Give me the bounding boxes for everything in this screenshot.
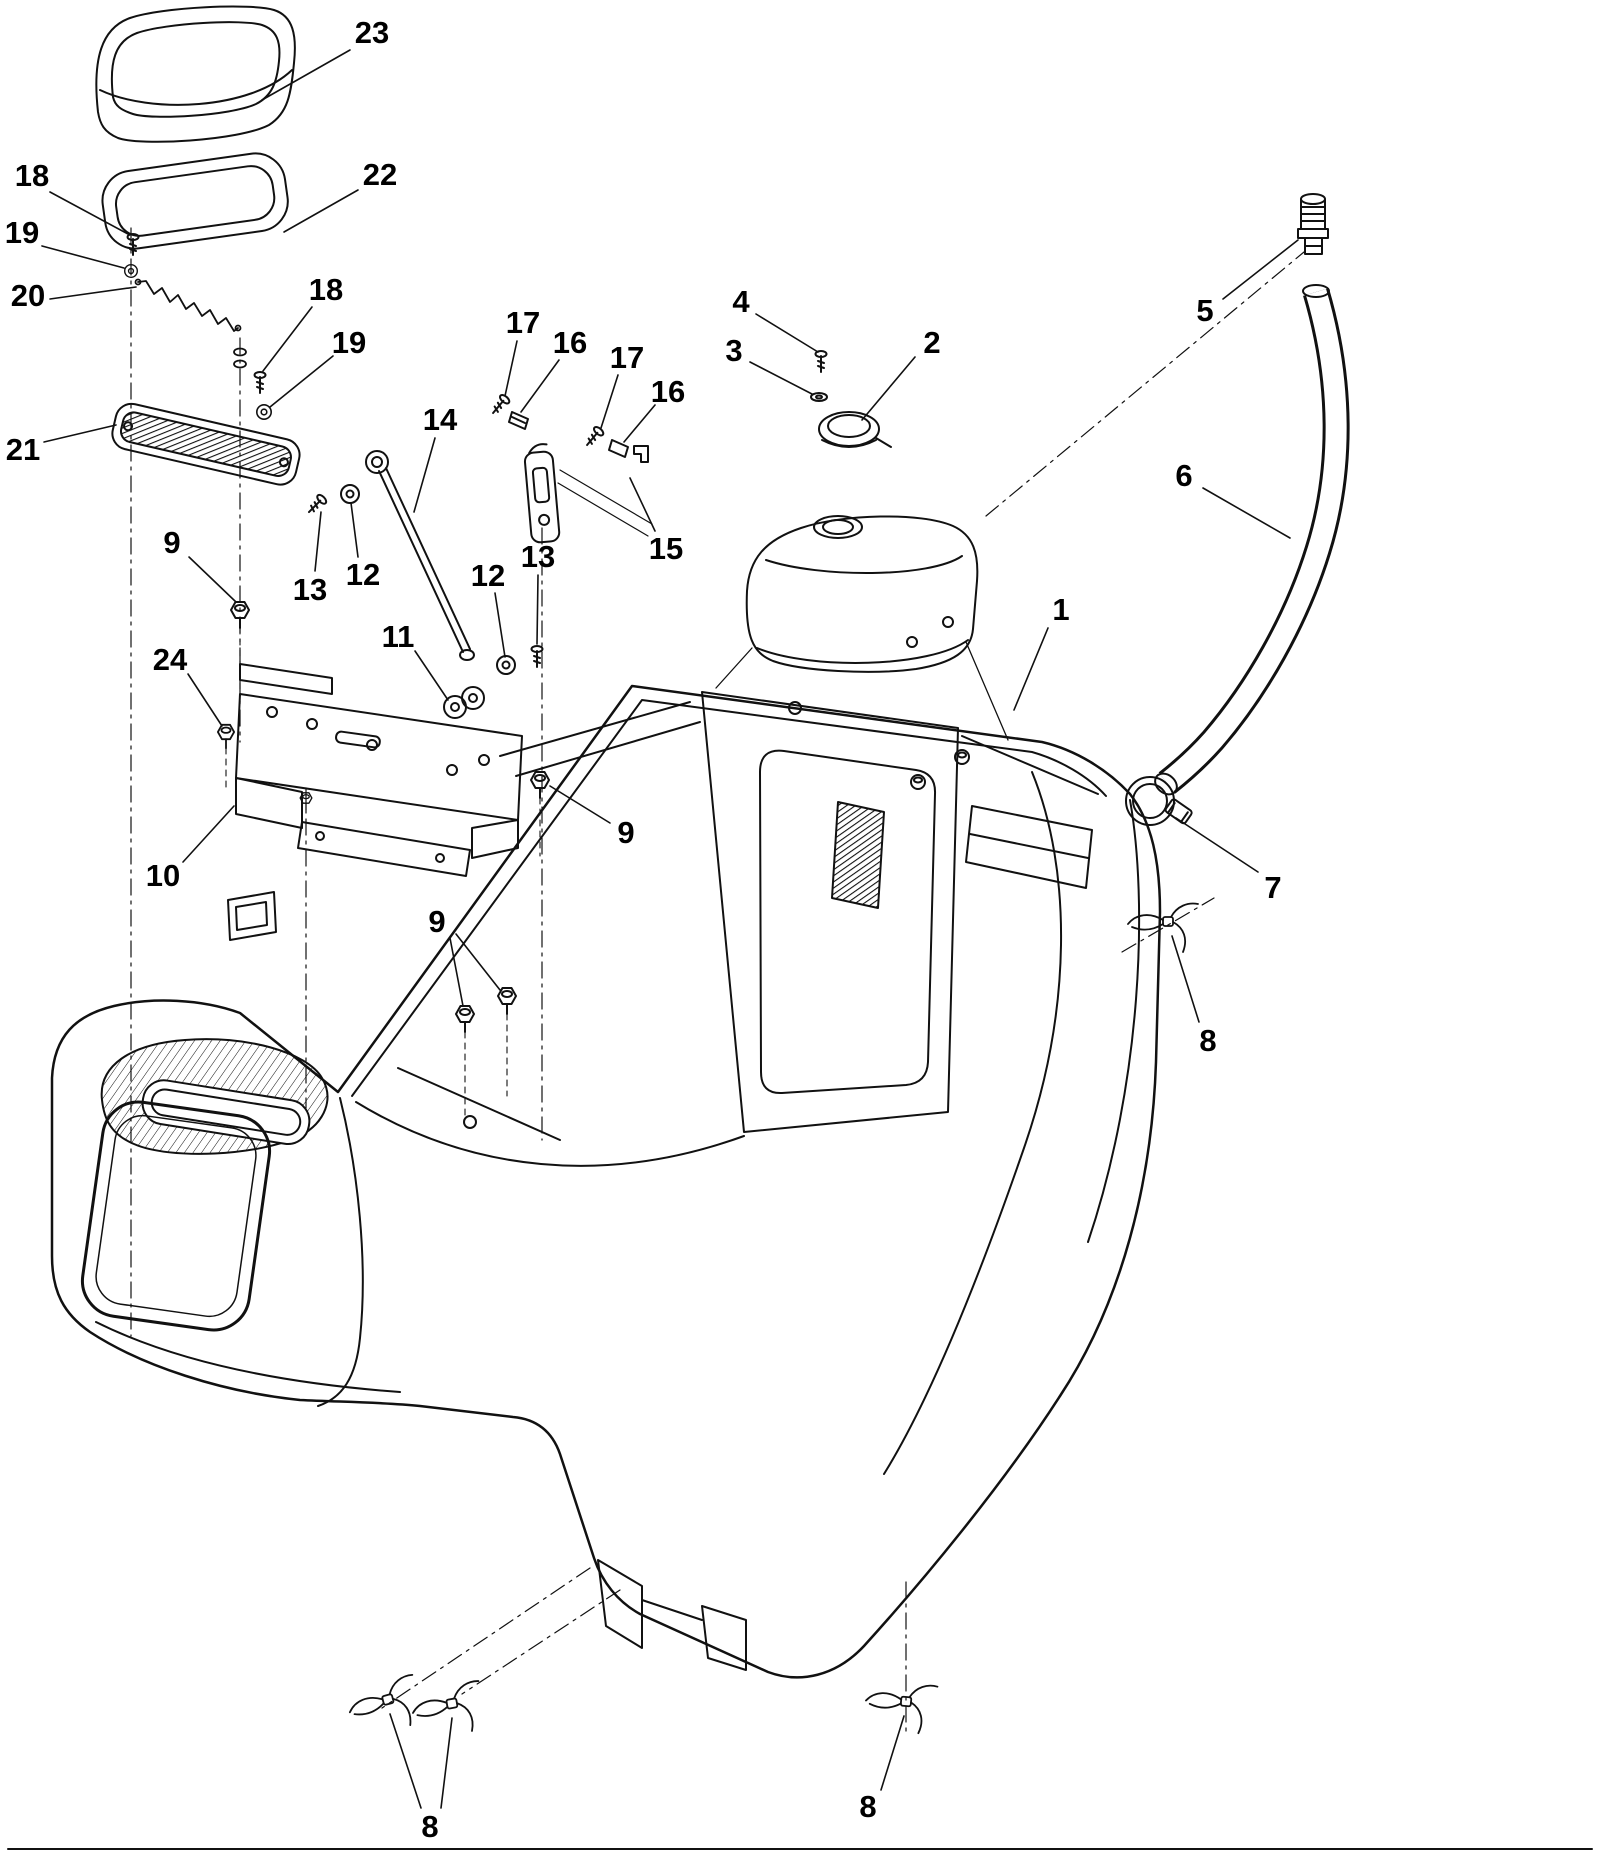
leader-line-8 bbox=[1171, 935, 1200, 1023]
leader-line-10 bbox=[182, 805, 235, 863]
leader-line-17 bbox=[600, 374, 619, 429]
leader-line-1 bbox=[1013, 627, 1049, 711]
part-cable-ties bbox=[343, 902, 1199, 1742]
leader-line-9 bbox=[549, 785, 611, 824]
part-grille bbox=[111, 402, 301, 486]
leader-line-24 bbox=[187, 673, 223, 727]
part-bracket bbox=[235, 663, 523, 877]
leader-line-4 bbox=[755, 313, 819, 353]
part-hex-screws bbox=[230, 601, 970, 1129]
leader-line-9 bbox=[455, 933, 501, 991]
leader-line-7 bbox=[1175, 817, 1259, 873]
leader-line-19 bbox=[41, 245, 125, 269]
leader-line-16 bbox=[520, 359, 560, 413]
part-fuel-cap bbox=[810, 350, 892, 448]
leader-line-14 bbox=[413, 437, 436, 513]
leader-line-23 bbox=[261, 49, 351, 101]
part-hose bbox=[1154, 284, 1350, 796]
part-clips bbox=[487, 392, 649, 463]
leader-line-19 bbox=[269, 355, 334, 408]
fuel-tank bbox=[715, 515, 1009, 741]
leader-line-8 bbox=[440, 1717, 453, 1809]
leader-line-17 bbox=[504, 340, 518, 397]
leader-line-13 bbox=[314, 511, 322, 572]
part-washers bbox=[443, 645, 544, 719]
leader-line-22 bbox=[283, 189, 359, 233]
leader-line-5 bbox=[1222, 239, 1299, 300]
leader-line-12 bbox=[350, 502, 359, 558]
part-seal bbox=[101, 152, 289, 250]
construction-centerlines bbox=[130, 227, 1305, 1733]
part-rod bbox=[304, 450, 475, 661]
leader-line-20 bbox=[49, 286, 137, 300]
leader-line-2 bbox=[861, 356, 916, 421]
leader-line-11 bbox=[414, 650, 449, 701]
leader-line-3 bbox=[749, 361, 813, 395]
leader-line-9 bbox=[188, 556, 237, 603]
part-cover bbox=[95, 5, 296, 143]
part-hose-clamp bbox=[1125, 776, 1193, 826]
leader-line-13 bbox=[536, 574, 539, 645]
leader-line-15 bbox=[629, 477, 656, 532]
leader-line-18 bbox=[262, 306, 313, 372]
part-main-body bbox=[50, 684, 1162, 1679]
part-screws-washers bbox=[123, 233, 273, 421]
part-spring bbox=[134, 278, 247, 369]
leader-line-8 bbox=[880, 1715, 905, 1791]
part-hose-fitting bbox=[1297, 193, 1329, 255]
leader-line-16 bbox=[623, 404, 656, 443]
console-recess bbox=[80, 1038, 329, 1332]
leader-line-18 bbox=[49, 191, 129, 235]
leader-line-21 bbox=[43, 424, 117, 443]
leader-line-6 bbox=[1202, 487, 1291, 539]
part-flange-bolt bbox=[216, 723, 236, 791]
leader-line-9 bbox=[449, 937, 464, 1007]
leader-line-12 bbox=[494, 592, 506, 658]
leader-line-8 bbox=[389, 1713, 422, 1809]
part-latch bbox=[523, 443, 653, 544]
callout-leader-lines bbox=[41, 49, 1299, 1809]
